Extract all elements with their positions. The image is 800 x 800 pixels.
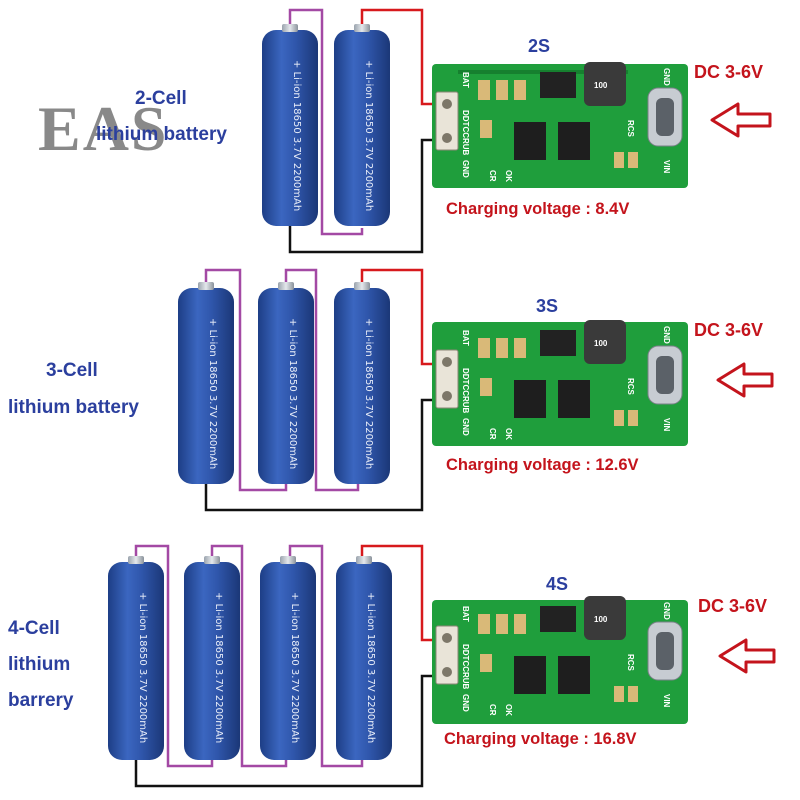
input-arrow-icon — [718, 638, 776, 674]
section-2s-cells-line2: lithium battery — [96, 124, 227, 145]
label-product: DDTCCRUB — [461, 368, 470, 414]
label-vin: VIN — [662, 694, 671, 708]
wire-negative — [134, 674, 446, 788]
battery-cell: + Li-ion 18650 3.7V 2200mAh — [262, 24, 318, 226]
label-vin: VIN — [662, 160, 671, 174]
battery-label: + Li-ion 18650 3.7V 2200mAh — [137, 592, 148, 743]
section-2s: 2-Cell lithium battery + Li-ion 18650 3.… — [96, 8, 772, 254]
battery-cell: + Li-ion 18650 3.7V 2200mAh — [108, 556, 164, 760]
section-2s-title: 2S — [528, 36, 550, 56]
battery-label: + Li-ion 18650 3.7V 2200mAh — [363, 318, 374, 469]
label-bat: BAT — [461, 72, 470, 88]
section-4s-input-label: DC 3-6V — [698, 596, 767, 616]
label-bat: BAT — [461, 606, 470, 622]
section-3s-input-label: DC 3-6V — [694, 320, 763, 340]
battery-cell: + Li-ion 18650 3.7V 2200mAh — [334, 24, 390, 226]
inductor-label: 100 — [594, 615, 608, 624]
section-4s-cells-line2: lithium — [8, 654, 70, 675]
battery-label: + Li-ion 18650 3.7V 2200mAh — [291, 60, 302, 211]
wire-series-link — [134, 544, 214, 768]
input-arrow-icon — [710, 102, 772, 138]
label-cr: CR — [488, 428, 497, 440]
battery-cell: + Li-ion 18650 3.7V 2200mAh — [336, 556, 392, 760]
section-3s: 3-Cell lithium battery + Li-ion 18650 3.… — [8, 268, 774, 512]
label-vin: VIN — [662, 418, 671, 432]
label-gnd-right: GND — [662, 68, 671, 86]
label-rcs: RCS — [626, 654, 635, 672]
section-4s-cells-line1: 4-Cell — [8, 618, 60, 639]
wires-3s — [204, 268, 446, 512]
inductor-label: 100 — [594, 339, 608, 348]
label-ok: OK — [504, 428, 513, 440]
section-3s-charge-voltage: Charging voltage : 12.6V — [446, 456, 639, 474]
label-gnd: GND — [461, 160, 470, 178]
wire-negative — [288, 138, 444, 254]
wire-series-link — [210, 544, 288, 768]
label-gnd-right: GND — [662, 326, 671, 344]
section-4s: 4-Cell lithium barrery + Li-ion 18650 3.… — [8, 544, 776, 788]
section-2s-cells-line1: 2-Cell — [135, 88, 187, 109]
wire-positive — [360, 544, 446, 642]
charger-board: BAT DDTCCRUB GND 100 CR OK RCS GND VIN — [432, 62, 688, 188]
section-3s-title: 3S — [536, 296, 558, 316]
battery-label: + Li-ion 18650 3.7V 2200mAh — [287, 318, 298, 469]
section-2s-charge-voltage: Charging voltage : 8.4V — [446, 200, 629, 218]
battery-label: + Li-ion 18650 3.7V 2200mAh — [363, 60, 374, 211]
wire-negative — [204, 398, 446, 512]
battery-cell: + Li-ion 18650 3.7V 2200mAh — [178, 282, 234, 484]
brand-logo: EAS — [38, 93, 169, 164]
battery-label: + Li-ion 18650 3.7V 2200mAh — [207, 318, 218, 469]
input-arrow-icon — [716, 362, 774, 398]
battery-label: + Li-ion 18650 3.7V 2200mAh — [289, 592, 300, 743]
label-bat: BAT — [461, 330, 470, 346]
inductor-label: 100 — [594, 81, 608, 90]
wire-series-link — [284, 268, 360, 492]
wire-series-link — [288, 8, 364, 236]
battery-cell: + Li-ion 18650 3.7V 2200mAh — [258, 282, 314, 484]
label-product: DDTCCRUB — [461, 110, 470, 156]
battery-cell: + Li-ion 18650 3.7V 2200mAh — [334, 282, 390, 484]
wire-series-link — [288, 544, 364, 768]
section-4s-title: 4S — [546, 574, 568, 594]
label-rcs: RCS — [626, 378, 635, 396]
wire-positive — [360, 8, 444, 106]
logo-text: EAS — [38, 93, 169, 164]
charger-board: BAT DDTCCRUB GND 100 CR OK RCS GND VIN — [432, 320, 688, 446]
charger-board: BAT DDTCCRUB GND 100 CR OK RCS GND VIN — [432, 596, 688, 724]
section-4s-cells-line3: barrery — [8, 690, 74, 711]
wires-2s — [288, 8, 444, 254]
battery-label: + Li-ion 18650 3.7V 2200mAh — [213, 592, 224, 743]
battery-label: + Li-ion 18650 3.7V 2200mAh — [365, 592, 376, 743]
label-gnd-right: GND — [662, 602, 671, 620]
label-cr: CR — [488, 170, 497, 182]
label-product: DDTCCRUB — [461, 644, 470, 690]
battery-cell: + Li-ion 18650 3.7V 2200mAh — [260, 556, 316, 760]
wire-positive — [360, 268, 446, 366]
label-ok: OK — [504, 170, 513, 182]
label-gnd: GND — [461, 418, 470, 436]
wire-series-link — [204, 268, 288, 492]
label-ok: OK — [504, 704, 513, 716]
battery-cell: + Li-ion 18650 3.7V 2200mAh — [184, 556, 240, 760]
section-4s-charge-voltage: Charging voltage : 16.8V — [444, 730, 637, 748]
section-3s-cells-line2: lithium battery — [8, 397, 139, 418]
section-2s-input-label: DC 3-6V — [694, 62, 763, 82]
wires-4s — [134, 544, 446, 788]
section-3s-cells-line1: 3-Cell — [46, 360, 98, 381]
label-cr: CR — [488, 704, 497, 716]
label-rcs: RCS — [626, 120, 635, 138]
label-gnd: GND — [461, 694, 470, 712]
